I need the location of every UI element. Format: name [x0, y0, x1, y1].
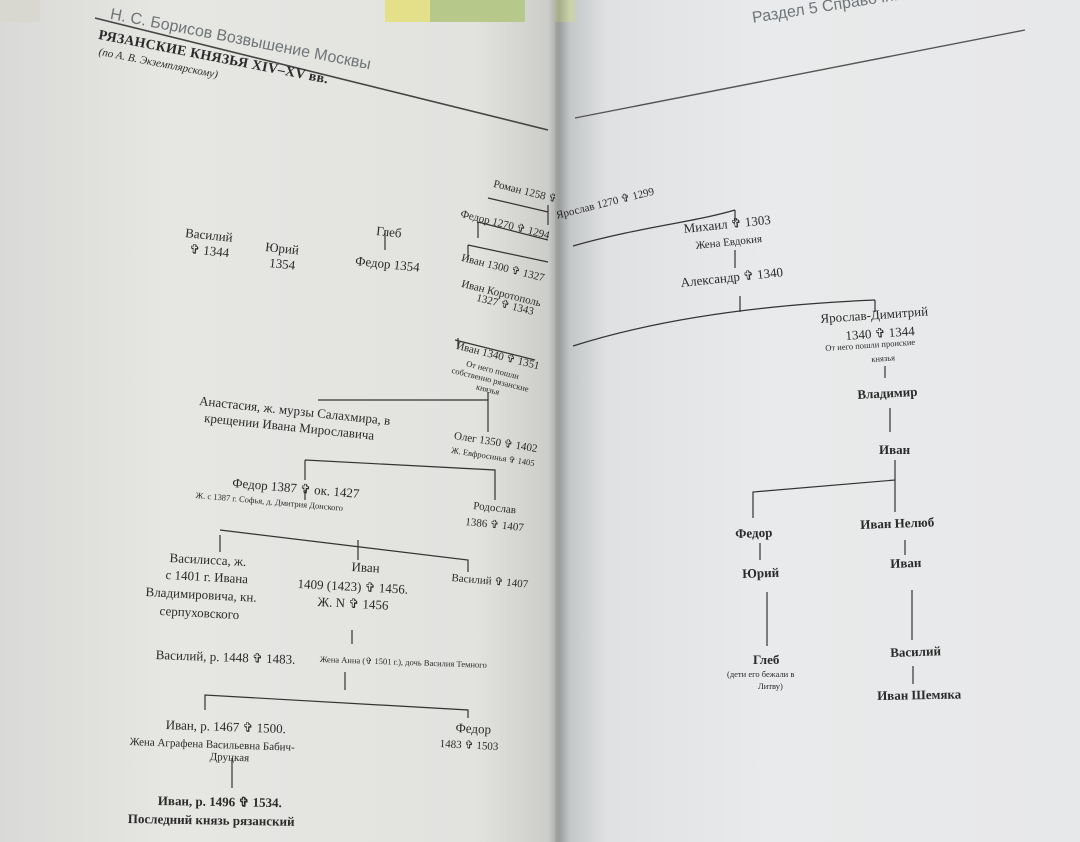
node-vasily-right: Василий: [889, 643, 942, 660]
family-tree-lines-left: [204, 197, 549, 788]
node-ivan-1467-line3: Друцкая: [209, 751, 250, 765]
node-ivan-1496-line1: Иван, р. 1496 ✞ 1534.: [157, 793, 282, 811]
node-ivan-1409-line1: Иван: [351, 559, 381, 576]
node-gleb-note-2: Литву): [758, 681, 783, 691]
node-ivan-shemyaka: Иван Шемяка: [876, 686, 962, 703]
paper-edge: [0, 0, 40, 22]
node-ivan: Иван: [879, 442, 911, 457]
family-tree-lines-right: [572, 29, 1026, 684]
node-gleb: Глеб: [375, 223, 403, 241]
yellow-bookmark: [385, 0, 430, 22]
left-page: Н. С. Борисов Возвышение Москвы РЯЗАНСКИ…: [0, 0, 560, 842]
node-fedor-1483: Федор: [455, 720, 492, 737]
right-page: Раздел 5 Справочные материалы Ярослав 12…: [555, 0, 1080, 842]
node-ivan-1496-line2: Последний князь рязанский: [127, 811, 295, 829]
node-gleb-note-1: (дети его бежали в: [727, 669, 795, 679]
page-edge-stripe: [555, 0, 575, 22]
node-gleb-right: Глеб: [753, 652, 780, 667]
node-ivan-nelyub: Иван Нелюб: [859, 514, 935, 532]
node-yaroslav-dmitry-note-2: князья: [870, 352, 896, 364]
node-yury-years: 1354: [268, 255, 296, 273]
node-fedor: Федор: [734, 524, 773, 541]
green-bookmark: [430, 0, 525, 22]
header-rule-left: [94, 17, 549, 131]
node-yury-right: Юрий: [741, 564, 780, 581]
book-spine-shadow: [548, 0, 570, 842]
node-ivan-2: Иван: [889, 554, 922, 571]
